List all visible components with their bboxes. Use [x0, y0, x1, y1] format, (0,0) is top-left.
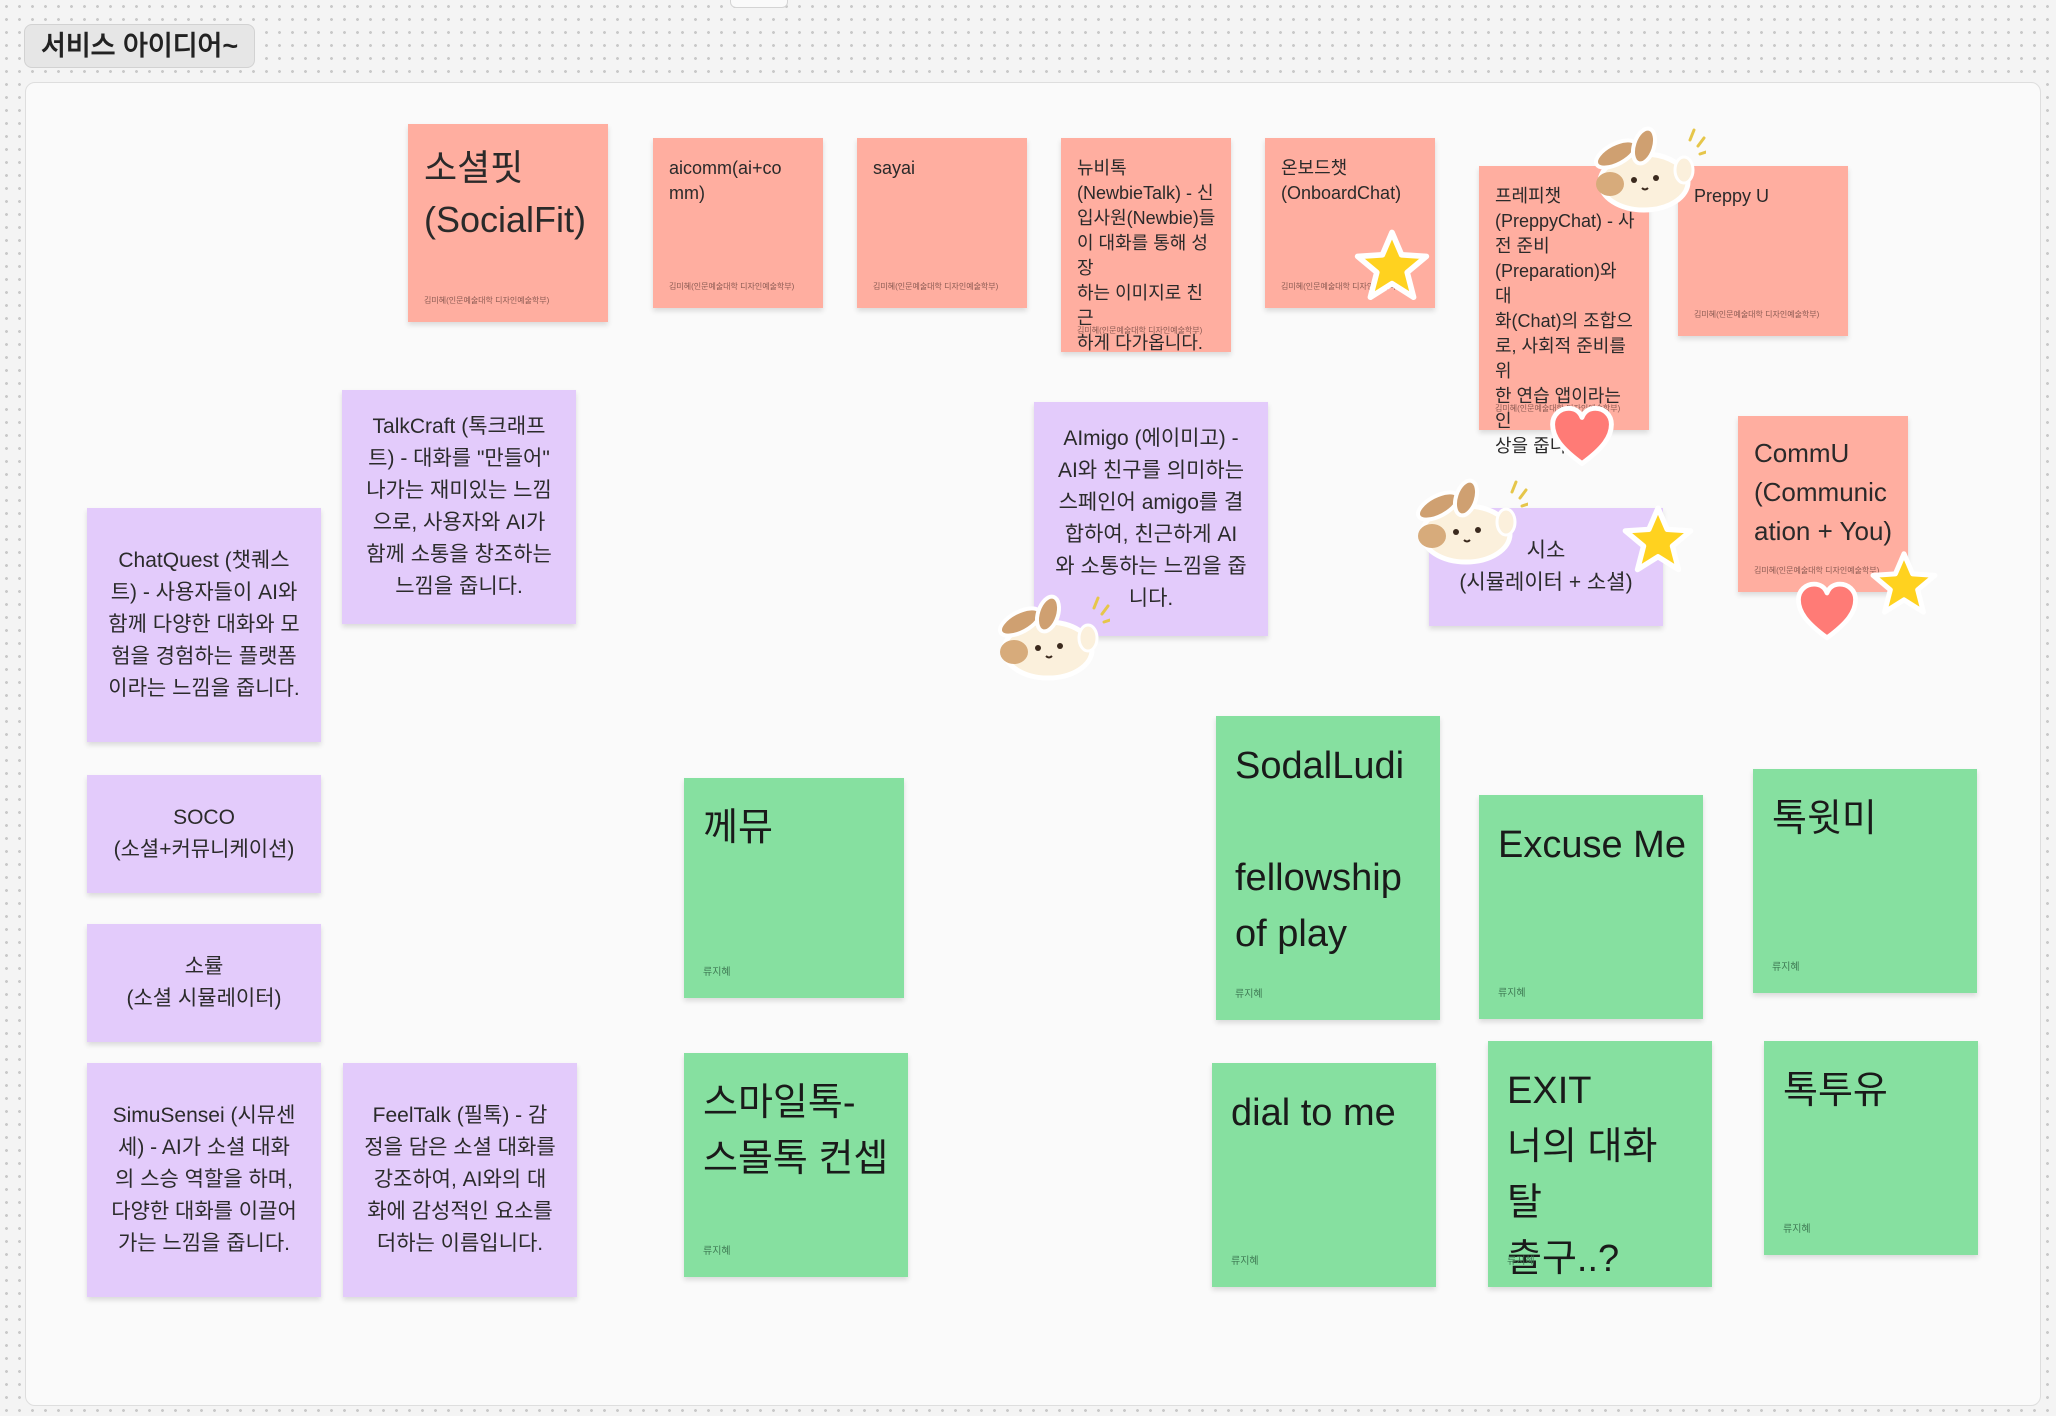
sticky-note-text: Preppy U: [1694, 186, 1770, 206]
star-icon[interactable]: [1868, 548, 1940, 620]
sticky-note-text: 뉴비톡 (NewbieTalk) - 신 입사원(Newbie)들 이 대화를 …: [1077, 158, 1216, 353]
sticky-note-soryul[interactable]: 소률 (소셜 시뮬레이터): [87, 924, 321, 1042]
sticky-note-text: 스마일톡- 스몰톡 컨셉: [703, 1082, 889, 1180]
sticky-note-author: 류지혜: [1772, 962, 1800, 973]
sticky-note-commu[interactable]: CommU (Communic ation + You) 김미혜(인문예술대학 …: [1738, 416, 1908, 592]
sticky-note-text: 소률 (소셜 시뮬레이터): [126, 955, 282, 1010]
sticky-note-author: 류지혜: [1507, 1256, 1535, 1267]
sticky-note-text: SOCO (소셜+커뮤니케이션): [113, 806, 295, 861]
sticky-note-talkcraft[interactable]: TalkCraft (톡크래프 트) - 대화를 "만들어" 나가는 재미있는 …: [342, 390, 576, 624]
sticky-note-author: 김미혜(인문예술대학 디자인예술학부): [1694, 310, 1820, 319]
sticky-note-text: FeelTalk (필톡) - 감 정을 담은 소셜 대화를 강조하여, AI와…: [364, 1104, 556, 1255]
sticky-note-text: SimuSensei (시뮤센 세) - AI가 소셜 대화 의 스승 역할을 …: [111, 1104, 297, 1255]
sticky-note-tokwitme[interactable]: 톡윗미 류지혜: [1753, 769, 1977, 993]
sticky-note-text: 께뮤: [703, 807, 773, 849]
sticky-note-author: 류지혜: [703, 967, 731, 978]
sticky-note-socialfit[interactable]: 소셜핏 (SocialFit) 김미혜(인문예술대학 디자인예술학부): [408, 124, 608, 322]
sticky-note-text: 시소 (시뮬레이터 + 소셜): [1459, 539, 1633, 594]
sticky-note-text: Excuse Me: [1498, 824, 1686, 866]
bunny-icon[interactable]: [1586, 124, 1706, 214]
sticky-note-preppyu[interactable]: Preppy U 김미혜(인문예술대학 디자인예술학부): [1678, 166, 1848, 336]
sticky-note-text: CommU (Communic ation + You): [1754, 438, 1893, 546]
sticky-note-text: 프레피챗 (PreppyChat) - 사 전 준비 (Preparation)…: [1495, 186, 1635, 456]
sticky-note-preppychat[interactable]: 프레피챗 (PreppyChat) - 사 전 준비 (Preparation)…: [1479, 166, 1649, 456]
bunny-icon[interactable]: [1408, 476, 1528, 566]
sticky-note-author: 김미혜(인문예술대학 디자인예술학부): [873, 282, 999, 291]
sticky-note-chatquest[interactable]: ChatQuest (챗퀘스 트) - 사용자들이 AI와 함께 다양한 대화와…: [87, 508, 321, 742]
sticky-note-author: 류지혜: [1783, 1224, 1811, 1235]
sticky-note-aicomm[interactable]: aicomm(ai+co mm) 김미혜(인문예술대학 디자인예술학부): [653, 138, 823, 308]
sticky-note-author: 김미혜(인문예술대학 디자인예술학부): [669, 282, 795, 291]
sticky-note-text: EXIT 너의 대화 탈 출구..?: [1507, 1070, 1658, 1280]
sticky-note-author: 김미혜(인문예술대학 디자인예술학부): [1754, 566, 1880, 575]
sticky-note-author: 김미혜(인문예술대학 디자인예술학부): [424, 296, 550, 305]
sticky-note-toktoyou[interactable]: 톡투유 류지혜: [1764, 1041, 1978, 1255]
sticky-note-simusensei[interactable]: SimuSensei (시뮤센 세) - AI가 소셜 대화 의 스승 역할을 …: [87, 1063, 321, 1297]
sticky-note-text: 톡윗미: [1772, 798, 1877, 840]
sticky-note-text: 온보드챗 (OnboardChat): [1281, 158, 1402, 203]
sticky-note-author: 김미혜(인문예술대학 디자인예술학부): [1077, 326, 1203, 335]
sticky-note-newbietalk[interactable]: 뉴비톡 (NewbieTalk) - 신 입사원(Newbie)들 이 대화를 …: [1061, 138, 1231, 353]
sticky-note-smiletalk[interactable]: 스마일톡- 스몰톡 컨셉 류지혜: [684, 1053, 908, 1277]
sticky-note-feeltalk[interactable]: FeelTalk (필톡) - 감 정을 담은 소셜 대화를 강조하여, AI와…: [343, 1063, 577, 1297]
star-icon[interactable]: [1620, 502, 1696, 578]
sticky-note-text: ChatQuest (챗퀘스 트) - 사용자들이 AI와 함께 다양한 대화와…: [108, 549, 300, 700]
sticky-note-aimigo[interactable]: AImigo (에이미고) - AI와 친구를 의미하는 스페인어 amigo를…: [1034, 402, 1268, 636]
sticky-note-text: AImigo (에이미고) - AI와 친구를 의미하는 스페인어 amigo를…: [1055, 427, 1247, 610]
sticky-note-author: 류지혜: [1235, 989, 1263, 1000]
sticky-note-author: 류지혜: [703, 1246, 731, 1257]
sticky-note-author: 김미혜(인문예술대학 디자인예술학부): [1495, 404, 1621, 413]
sticky-note-sodalludi[interactable]: SodalLudi fellowship of play 류지혜: [1216, 716, 1440, 1020]
section-title[interactable]: 서비스 아이디어~: [24, 24, 256, 68]
sticky-note-text: 소셜핏 (SocialFit): [424, 147, 587, 240]
sticky-note-text: 톡투유: [1783, 1070, 1888, 1112]
sticky-note-author: 류지혜: [1498, 988, 1526, 999]
bunny-icon[interactable]: [990, 592, 1110, 682]
sticky-note-soco[interactable]: SOCO (소셜+커뮤니케이션): [87, 775, 321, 893]
sticky-note-exit[interactable]: EXIT 너의 대화 탈 출구..? 류지혜: [1488, 1041, 1712, 1287]
sticky-note-author: 김미혜(인문예술대학 디자인예술학부): [1281, 282, 1407, 291]
canvas-top-handle: [730, 0, 788, 8]
sticky-note-text: aicomm(ai+co mm): [669, 158, 782, 203]
sticky-note-kkemyu[interactable]: 께뮤 류지혜: [684, 778, 904, 998]
heart-icon[interactable]: [1786, 578, 1868, 646]
star-icon[interactable]: [1352, 226, 1432, 306]
sticky-note-sayai[interactable]: sayai 김미혜(인문예술대학 디자인예술학부): [857, 138, 1027, 308]
sticky-note-text: SodalLudi fellowship of play: [1235, 745, 1405, 955]
sticky-note-text: sayai: [873, 158, 916, 178]
sticky-note-dialtome[interactable]: dial to me 류지혜: [1212, 1063, 1436, 1287]
sticky-note-author: 류지혜: [1231, 1256, 1259, 1267]
sticky-note-excuseme[interactable]: Excuse Me 류지혜: [1479, 795, 1703, 1019]
sticky-note-text: dial to me: [1231, 1092, 1396, 1134]
heart-icon[interactable]: [1540, 402, 1624, 472]
sticky-note-text: TalkCraft (톡크래프 트) - 대화를 "만들어" 나가는 재미있는 …: [366, 415, 552, 598]
